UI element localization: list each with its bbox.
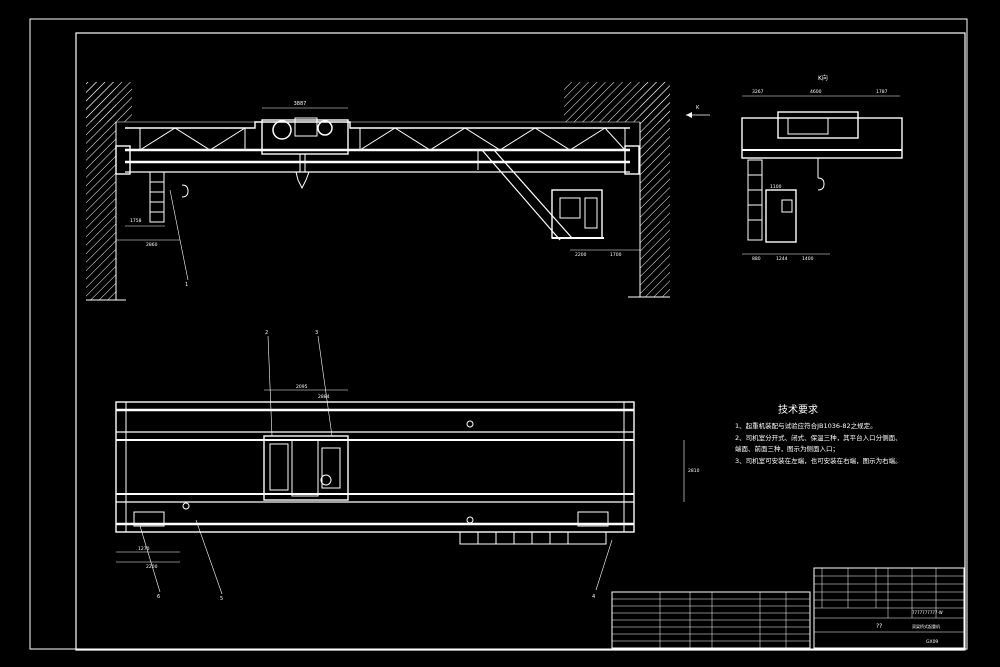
dim-side-top-b: 4600	[810, 89, 822, 95]
outer-border	[29, 18, 968, 650]
balloon-4: 4	[592, 594, 595, 600]
trolley-plan	[263, 435, 349, 501]
dim-plan-height: 2810	[688, 468, 700, 474]
trolley-elevation	[261, 117, 349, 190]
balloon-3: 3	[315, 330, 318, 336]
dim-side-bottom-b: 1244	[776, 256, 788, 262]
dim-plan-trolley-b: 2884	[318, 394, 330, 400]
balloon-2: 2	[265, 330, 268, 336]
dim-plan-left-a: 1270	[138, 546, 150, 552]
title-name-row: 双梁桥式起重机	[912, 623, 940, 629]
title-header-left: 7777777777-W	[912, 610, 943, 615]
dim-side-bottom-a: 880	[752, 256, 761, 262]
k-arrow-label: K	[696, 105, 700, 111]
parameter-table	[611, 591, 811, 649]
dim-right-a: 2200	[575, 252, 587, 258]
inner-border	[75, 32, 966, 651]
side-view-k: K向 3267 4600 1787 880 1244 1400 1100	[741, 74, 903, 262]
side-view-title: K向	[818, 74, 828, 82]
plan-view: 2095 2884 2810 1270 2200 2 3 4 5 6	[115, 330, 700, 602]
tech-note-3: 端面、前面三种，图示为侧面入口；	[735, 444, 839, 453]
tech-note-2: 2、司机室分开式、闭式、保温三种，其平台入口分侧面、	[735, 433, 902, 442]
dim-side-mid: 1100	[770, 184, 782, 190]
dim-plan-left-b: 2200	[146, 564, 158, 570]
operator-cab	[551, 189, 604, 239]
tech-note-1: 1、起重机装配与试验应符合JB1036-82之规定。	[735, 421, 877, 430]
dim-trolley: 3887	[294, 101, 307, 107]
elevation-view: 3887 1758 2860 2200 1700 1	[86, 82, 670, 301]
dim-left-b: 2860	[146, 242, 158, 248]
balloon-5: 5	[220, 596, 223, 602]
dim-side-top-c: 1787	[876, 89, 888, 95]
dim-left-a: 1758	[130, 218, 142, 224]
dim-side-bottom-c: 1400	[802, 256, 814, 262]
tech-requirements: 技术要求 1、起重机装配与试验应符合JB1036-82之规定。 2、司机室分开式…	[735, 403, 902, 465]
left-wall-top	[86, 82, 132, 122]
tech-note-4: 3、司机室可安装在左端，也可安装在右端，图示为右端。	[735, 456, 902, 465]
title-scale: GX09	[926, 639, 938, 645]
title-drawing-no: ??	[876, 623, 882, 630]
title-block: 7777777777-W ?? 双梁桥式起重机 GX09	[813, 567, 965, 649]
dim-plan-trolley-a: 2095	[296, 384, 308, 390]
dim-side-top-a: 3267	[752, 89, 764, 95]
balloon-1: 1	[185, 282, 188, 288]
truss-top	[125, 121, 630, 129]
dim-right-b: 1700	[610, 252, 622, 258]
tech-title: 技术要求	[778, 403, 818, 416]
balloon-6: 6	[157, 594, 160, 600]
right-wall-top	[564, 82, 670, 122]
